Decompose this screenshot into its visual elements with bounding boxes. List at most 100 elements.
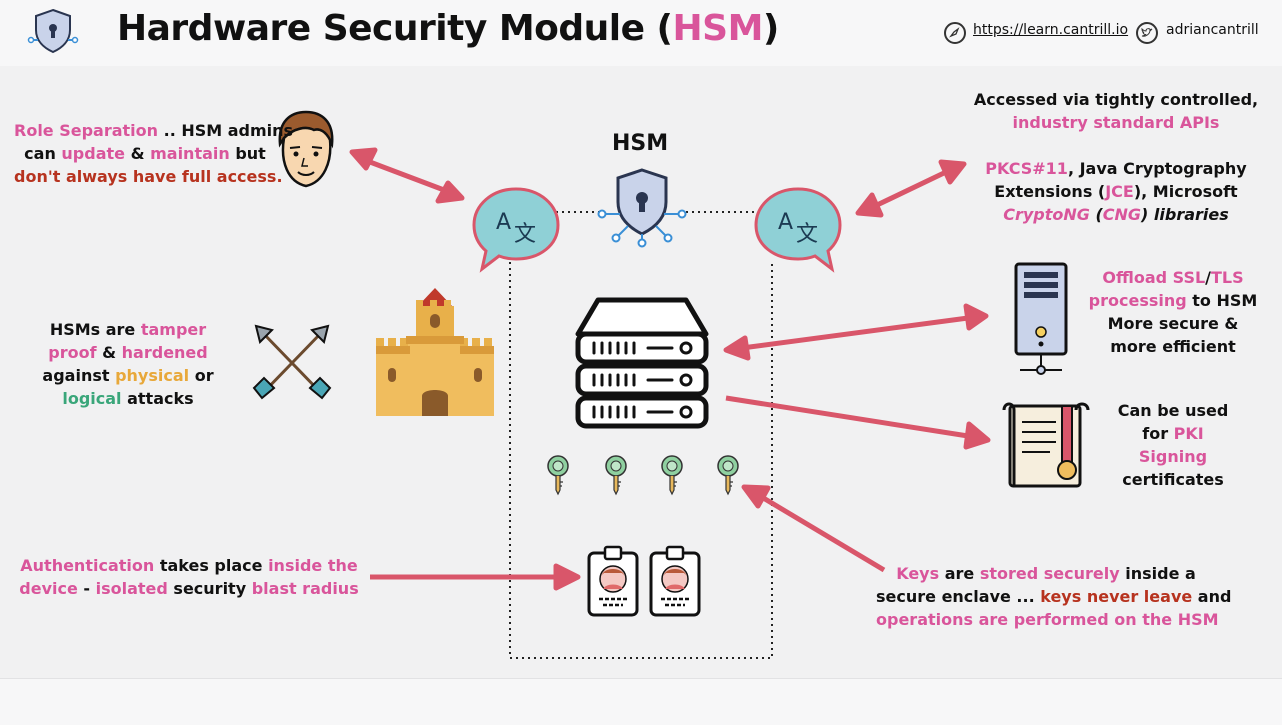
arrow-server-to-certificate	[725, 395, 969, 439]
translate-glyph-a-left: A	[496, 210, 511, 235]
auth-l1-b: takes place	[154, 556, 269, 575]
pki-l2-b: PKI	[1173, 424, 1204, 443]
pki-signing-note: Can be used for PKI Signing certificates	[1106, 399, 1240, 491]
tamper-l2-b: &	[96, 343, 122, 362]
keys-l2-c: and	[1192, 587, 1232, 606]
title-suffix: )	[762, 8, 779, 49]
translate-bubble-left-icon: A 文	[472, 187, 560, 273]
keys-l1-c: stored securely	[979, 564, 1120, 583]
apis-l5-b: (	[1089, 205, 1103, 224]
auth-l2-e: blast radius	[251, 579, 359, 598]
key-icon	[605, 455, 627, 496]
apis-l3-b: , Java Cryptography	[1067, 159, 1247, 178]
role-l2-a: can	[24, 144, 62, 163]
ssl-l1-b: /	[1205, 268, 1211, 287]
hsm-label: HSM	[612, 131, 669, 156]
apis-l3-a: PKCS#11	[985, 159, 1068, 178]
apis-l5-a: CryptoNG	[1003, 205, 1090, 224]
header-bar: Hardware Security Module (HSM) https://l…	[0, 0, 1282, 67]
apis-l1: Accessed via tightly controlled,	[973, 90, 1259, 109]
ssl-l1-a: Offload SSL	[1102, 268, 1206, 287]
auth-l1-c: inside the	[268, 556, 358, 575]
ssl-l2-a: processing	[1088, 291, 1187, 310]
ssl-l2-b: to HSM	[1186, 291, 1258, 310]
title-highlight: HSM	[672, 8, 764, 49]
api-access-note: Accessed via tightly controlled, industr…	[966, 88, 1266, 134]
twitter-icon	[1136, 22, 1158, 44]
keys-l1-b: are	[939, 564, 980, 583]
apis-l4-b: JCE	[1105, 182, 1134, 201]
shield-logo-icon	[27, 8, 79, 54]
ssl-l1-c: TLS	[1211, 268, 1244, 287]
keys-l1-a: Keys	[896, 564, 940, 583]
keys-l3: operations are performed on the HSM	[876, 610, 1219, 629]
shield-lock-icon	[597, 168, 687, 248]
pki-l4: certificates	[1122, 470, 1224, 489]
castle-icon	[376, 288, 494, 416]
certificate-icon	[1002, 402, 1090, 488]
tamper-l4-b: attacks	[121, 389, 194, 408]
id-badge-icon	[587, 545, 639, 617]
role-l1-b: .. HSM admins	[158, 121, 294, 140]
ssl-l4: more efficient	[1110, 337, 1236, 356]
pki-l1: Can be used	[1117, 401, 1229, 420]
page-title: Hardware Security Module (HSM)	[117, 8, 779, 49]
tamper-l2-c: hardened	[121, 343, 208, 362]
translate-glyph-b-left: 文	[514, 222, 536, 247]
footer-bar	[0, 678, 1282, 725]
server-rack-icon	[575, 297, 709, 429]
role-l2-e: but	[229, 144, 266, 163]
translate-bubble-right-icon: A 文	[754, 187, 842, 273]
keys-storage-note: Keys are stored securely inside a secure…	[876, 562, 1231, 631]
website-link-text[interactable]: https://learn.cantrill.io	[973, 22, 1129, 38]
compass-icon	[944, 22, 966, 44]
role-l2-c: &	[125, 144, 151, 163]
role-l2-d: maintain	[150, 144, 230, 163]
tamper-l3-a: against	[42, 366, 116, 385]
keys-l1-d: inside a	[1119, 564, 1196, 583]
server-tower-icon	[1014, 262, 1068, 375]
auth-l1-a: Authentication	[20, 556, 155, 575]
tamper-proof-note: HSMs are tamper proof & hardened against…	[30, 318, 226, 410]
tamper-l1-a: HSMs are	[49, 320, 141, 339]
tamper-l3-c: or	[189, 366, 214, 385]
translate-glyph-a-right: A	[778, 210, 793, 235]
keys-l2-a: secure enclave ...	[876, 587, 1041, 606]
pki-l2-a: for	[1142, 424, 1174, 443]
auth-l2-c: isolated	[95, 579, 168, 598]
auth-l2-a: device	[19, 579, 78, 598]
authentication-note: Authentication takes place inside the de…	[16, 554, 362, 600]
auth-l2-d: security	[167, 579, 252, 598]
ssl-offload-note: Offload SSL/TLS processing to HSM More s…	[1086, 266, 1260, 358]
arrow-keys-text-to-keys	[758, 493, 886, 573]
apis-l4-a: Extensions (	[994, 182, 1106, 201]
key-icon	[547, 455, 569, 496]
translate-glyph-b-right: 文	[796, 222, 818, 247]
admin-avatar-icon	[278, 110, 334, 188]
twitter-handle[interactable]: adriancantrill	[1166, 22, 1259, 38]
apis-l4-c: ), Microsoft	[1133, 182, 1238, 201]
arrow-api-right-to-libraries	[873, 169, 948, 209]
api-libraries-note: PKCS#11, Java Cryptography Extensions (J…	[966, 157, 1266, 226]
crossed-arrows-icon	[252, 324, 332, 400]
tamper-l2-a: proof	[48, 343, 97, 362]
ssl-l3: More secure &	[1107, 314, 1239, 333]
id-badge-icon	[649, 545, 701, 617]
key-icon	[661, 455, 683, 496]
title-prefix: Hardware Security Module (	[117, 8, 673, 49]
role-separation-note: Role Separation .. HSM admins can update…	[14, 119, 293, 188]
role-l2-b: update	[61, 144, 125, 163]
arrow-server-to-tower	[741, 315, 969, 351]
pki-l3: Signing	[1138, 447, 1208, 466]
tamper-l3-b: physical	[115, 366, 190, 385]
apis-l2: industry standard APIs	[1012, 113, 1220, 132]
key-icon	[717, 455, 739, 496]
tamper-l1-b: tamper	[140, 320, 207, 339]
arrow-admin-to-api-left	[369, 159, 445, 193]
auth-l2-b: -	[77, 579, 96, 598]
role-l1-a: Role Separation	[14, 121, 159, 140]
keys-l2-b: keys never leave	[1040, 587, 1193, 606]
website-link[interactable]: https://learn.cantrill.io	[973, 22, 1128, 38]
